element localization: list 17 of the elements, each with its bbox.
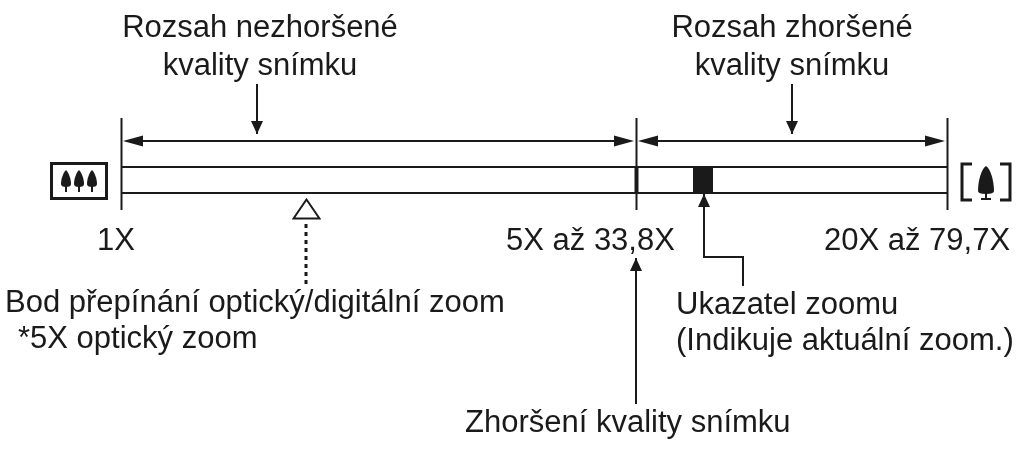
range-label: Rozsah zhoršené kvality snímku [668,8,916,84]
indicator-block [693,166,713,194]
arrow [630,257,642,405]
arrow [251,83,263,135]
callout-text: Zhoršení kvality snímku [465,404,791,440]
scale-label: 20X až 79,7X [824,222,1011,258]
zoom-bar [121,166,947,194]
callout-text: Bod přepínání optický/digitální zoom [5,284,505,320]
callout-text: Ukazatel zoomu [676,286,900,322]
scale-label: 5X až 33,8X [506,222,675,258]
leader-line [698,193,744,287]
callout-note: (Indikuje aktuální zoom.) [676,322,1014,358]
range-label: Rozsah nezhoršené kvality snímku [119,8,401,84]
footnote-text: *5X optický zoom [18,320,259,356]
triangle-marker [292,198,321,220]
scale-label: 1X [97,222,135,258]
arrow [786,83,798,135]
